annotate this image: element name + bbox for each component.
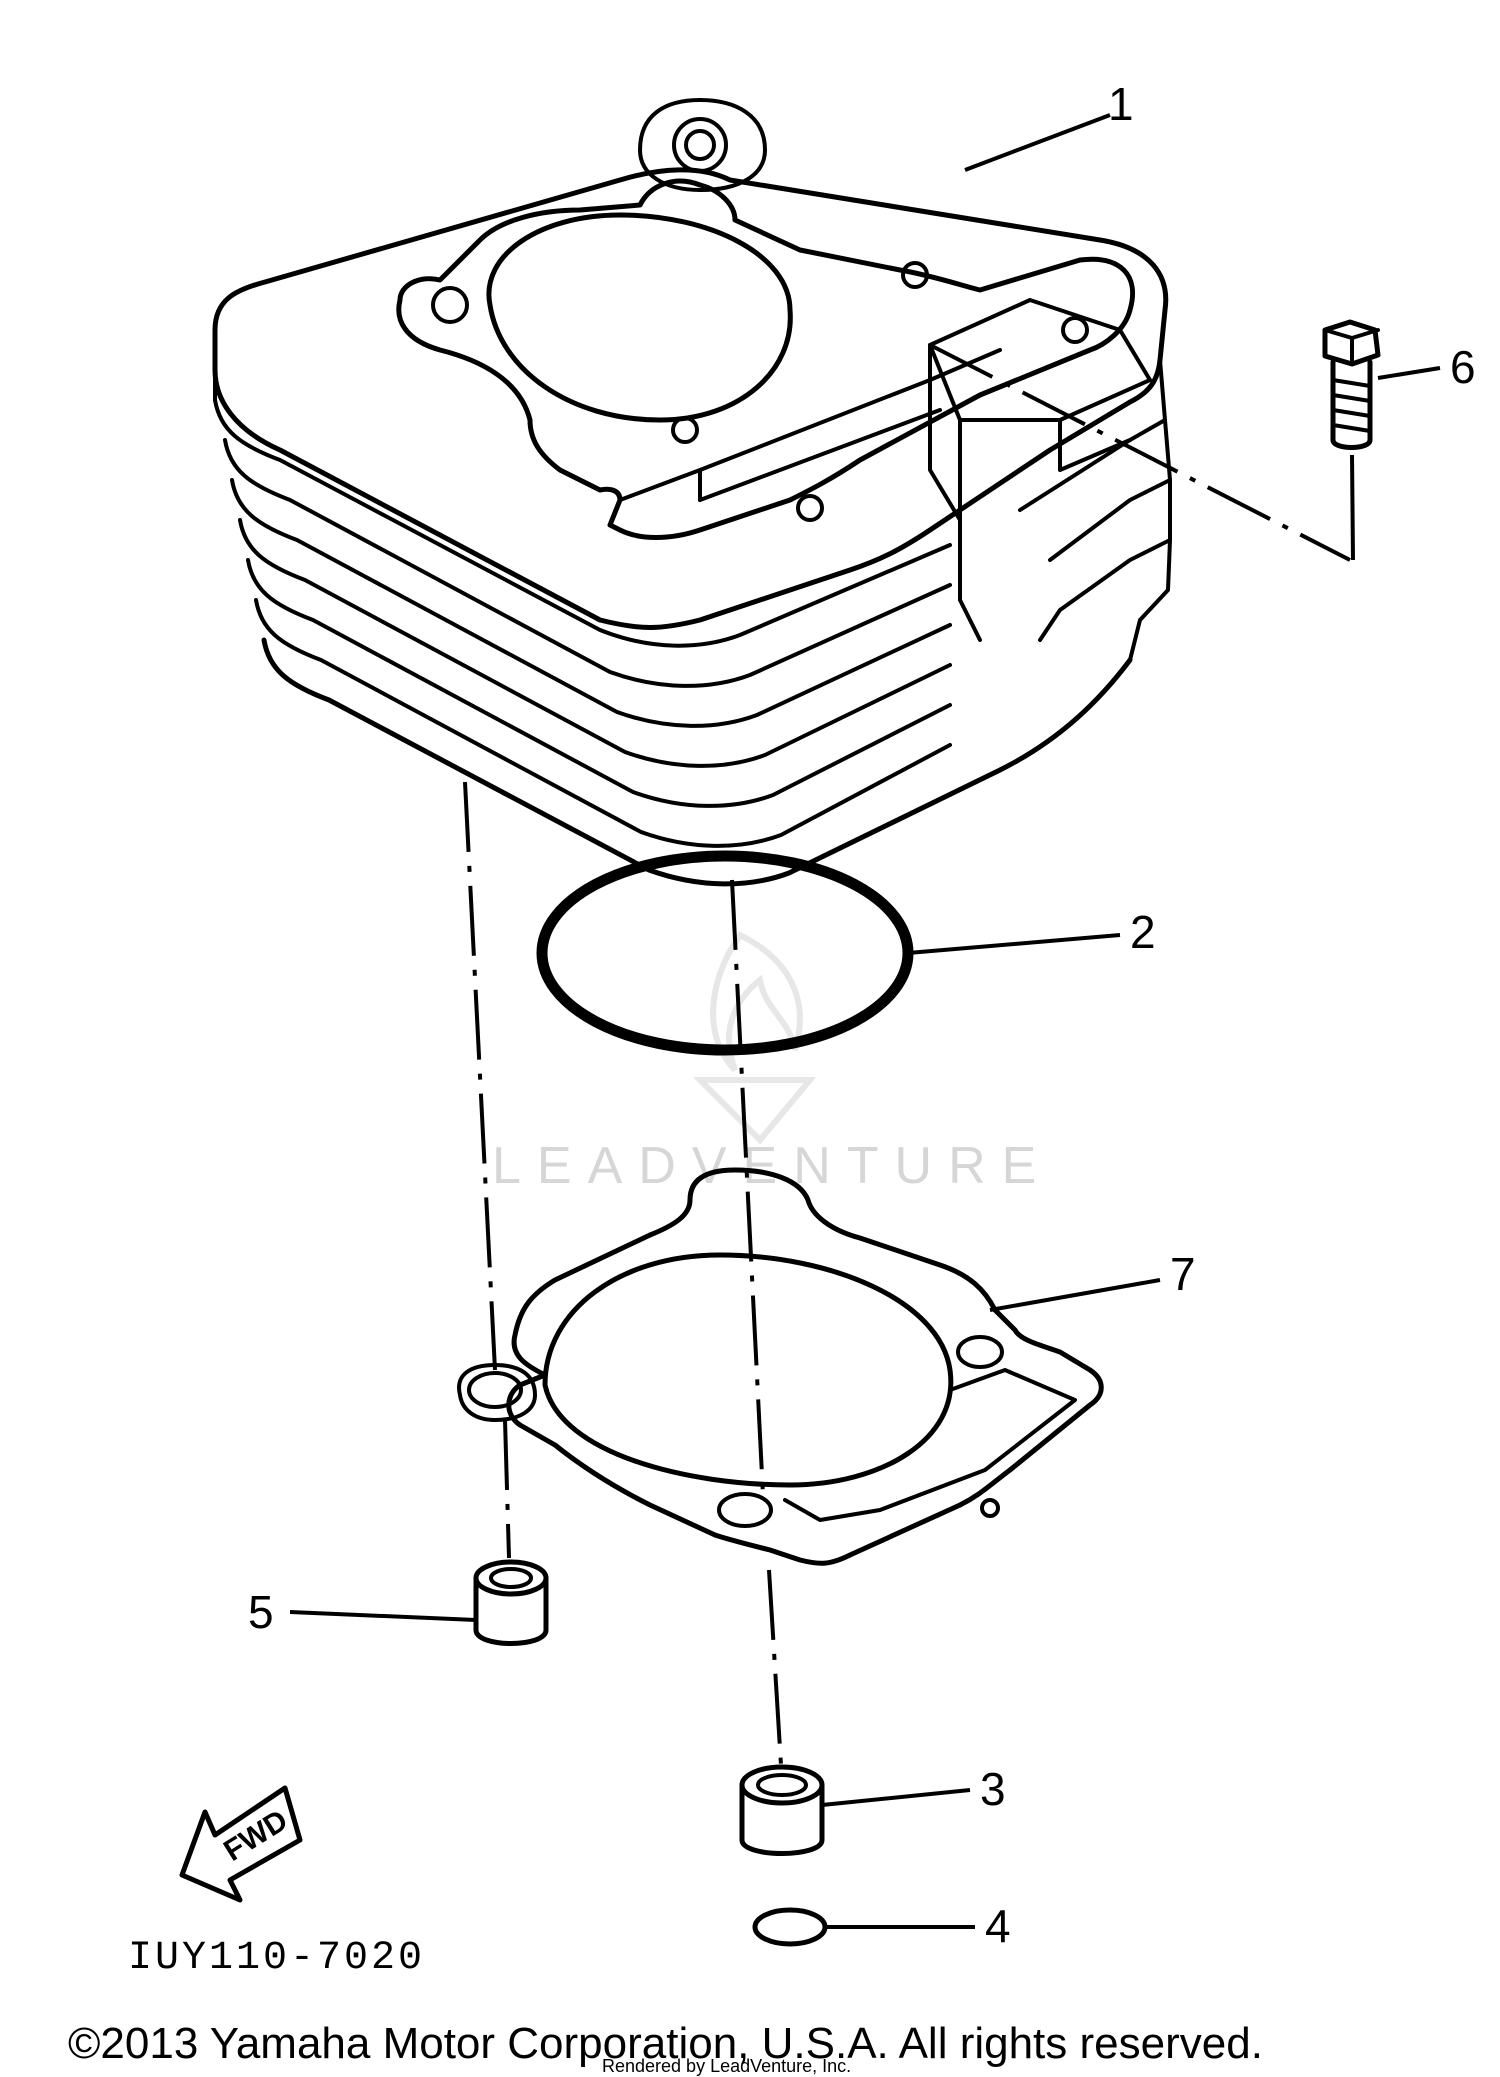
callout-1: 1 xyxy=(1108,78,1134,130)
diagram-code: IUY110-7020 xyxy=(128,1936,425,1981)
part-3-dowel-pin xyxy=(739,1764,825,1856)
callout-5: 5 xyxy=(248,1586,274,1638)
assembly-lines xyxy=(463,343,1355,1766)
part-1-cylinder xyxy=(212,98,1172,887)
callout-2: 2 xyxy=(1130,906,1156,958)
leader-lines xyxy=(289,113,1441,1929)
part-6-bolt xyxy=(1322,319,1381,450)
copyright-notice: ©2013 Yamaha Motor Corporation, U.S.A. A… xyxy=(68,2019,1263,2068)
leader-3 xyxy=(821,1788,971,1807)
leader-2 xyxy=(907,933,1121,955)
callout-4: 4 xyxy=(985,1900,1011,1952)
watermark: LEADVENTURE xyxy=(492,931,1052,1195)
part-4-small-o-ring xyxy=(752,1907,828,1947)
part-7-base-gasket xyxy=(457,1167,1104,1566)
callout-3: 3 xyxy=(980,1763,1006,1815)
leader-7 xyxy=(989,1278,1161,1312)
rendered-by-note: Rendered by LeadVenture, Inc. xyxy=(602,2056,851,2076)
leader-5 xyxy=(289,1610,477,1622)
fwd-label: FWD xyxy=(218,1804,293,1868)
callout-7: 7 xyxy=(1170,1248,1196,1300)
leader-1 xyxy=(964,113,1111,172)
watermark-logo-icon xyxy=(692,931,817,1145)
fwd-arrow-icon: FWD xyxy=(179,1785,303,1903)
part-5-dowel-pin xyxy=(473,1559,549,1646)
callout-6: 6 xyxy=(1450,341,1476,393)
watermark-text: LEADVENTURE xyxy=(492,1137,1052,1195)
leader-6 xyxy=(1377,366,1441,380)
callouts: 1 2 3 4 5 6 7 xyxy=(248,78,1476,1952)
